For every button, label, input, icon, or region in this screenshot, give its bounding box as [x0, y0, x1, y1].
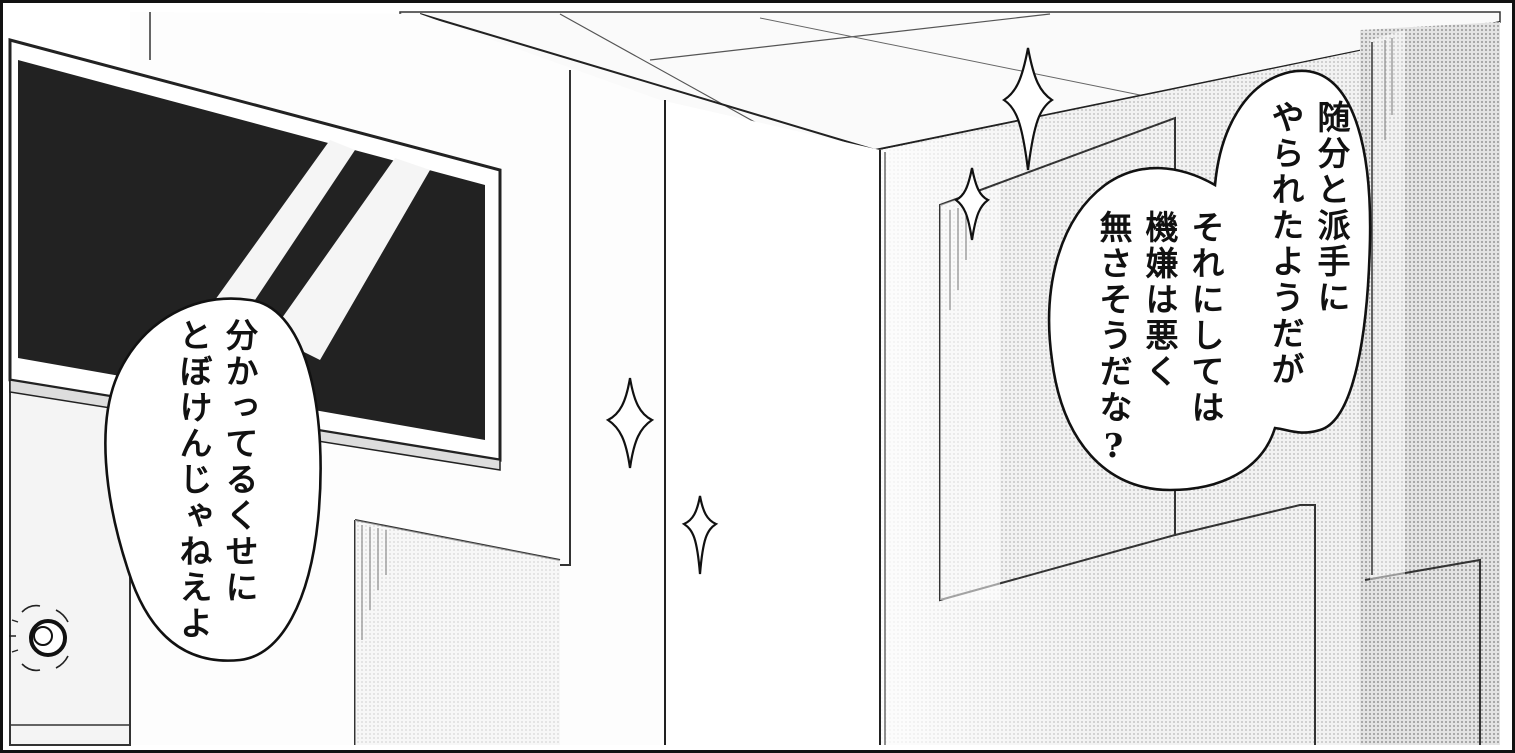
balloon-right-text-b: それにしては 機嫌は悪く 無さそうだな?	[1090, 210, 1228, 468]
balloon-line: 随分と派手に	[1312, 100, 1351, 316]
balloon-line: 機嫌は悪く	[1140, 210, 1179, 390]
balloon-right-shape	[1047, 69, 1372, 492]
balloon-left-shape	[104, 297, 322, 662]
balloon-line: それにしては	[1186, 210, 1225, 426]
balloon-line: 分かってるくせに	[220, 318, 259, 606]
balloon-right-text-a: 随分と派手に やられたようだが	[1262, 100, 1354, 388]
balloon-line: やられたようだが	[1266, 100, 1305, 388]
balloon-line: とぼけんじゃねえよ	[174, 318, 213, 642]
emblem-icon	[9, 604, 69, 672]
balloon-line: 無さそうだな?	[1094, 210, 1133, 468]
sparkle-icon	[605, 47, 1054, 575]
corner-pillar	[660, 100, 880, 745]
balloon-left-text: 分かってるくせに とぼけんじゃねえよ	[170, 318, 262, 642]
